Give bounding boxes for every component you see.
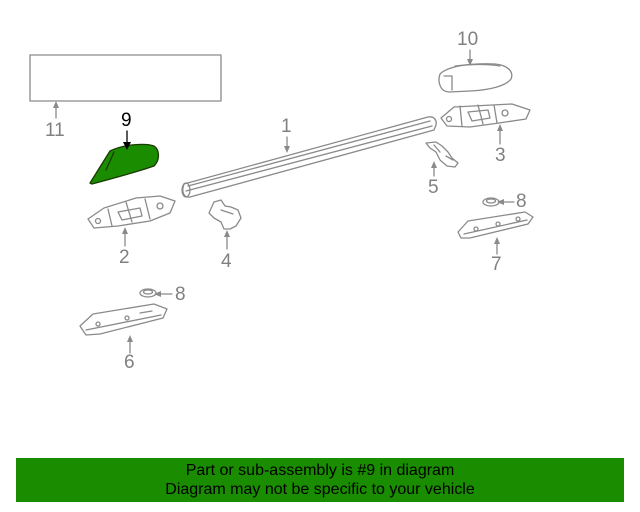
callout-8-lower: 8	[175, 284, 186, 305]
banner-line-2: Diagram may not be specific to your vehi…	[165, 481, 475, 498]
part-8-grommet-lower[interactable]	[139, 288, 157, 298]
part-4-bracket[interactable]	[208, 199, 242, 230]
callout-9: 9	[121, 110, 132, 131]
callout-8-upper: 8	[516, 191, 527, 212]
part-6-front-cover[interactable]	[79, 303, 168, 336]
part-1-roof-rail[interactable]	[181, 116, 437, 198]
callout-11: 11	[45, 120, 65, 141]
part-3-rear-support[interactable]	[440, 103, 531, 128]
part-9-front-end-cap[interactable]	[89, 143, 160, 185]
callout-3: 3	[495, 145, 506, 166]
callout-10: 10	[457, 29, 479, 50]
leader-9	[123, 130, 131, 150]
part-8-grommet-upper[interactable]	[482, 197, 500, 207]
callout-6: 6	[124, 352, 135, 373]
callout-5: 5	[428, 177, 439, 198]
part-5-clip[interactable]	[425, 141, 459, 168]
callout-1: 1	[281, 116, 292, 137]
part-7-rear-cover[interactable]	[457, 211, 534, 239]
banner-line-1: Part or sub-assembly is #9 in diagram	[185, 462, 455, 479]
part-11-label-plate[interactable]	[29, 54, 222, 102]
callout-2: 2	[119, 247, 130, 268]
callout-7: 7	[491, 254, 502, 275]
parts-diagram	[29, 49, 534, 354]
info-banner: Part or sub-assembly is #9 in diagram Di…	[16, 458, 624, 502]
leader-arrowheads	[53, 59, 504, 342]
part-2-front-support[interactable]	[87, 195, 176, 229]
callout-4: 4	[221, 251, 232, 272]
part-10-end-cap[interactable]	[438, 63, 513, 93]
